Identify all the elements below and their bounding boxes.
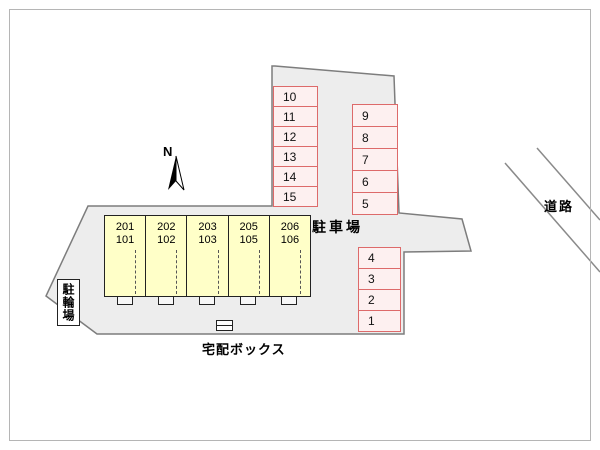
unit-label: 201 101 xyxy=(115,221,135,247)
parking-space-10: 10 xyxy=(273,86,318,107)
unit-label: 206 106 xyxy=(280,221,300,247)
road-edge-far-line xyxy=(536,147,600,221)
parking-column-left: 10 11 12 13 14 15 xyxy=(273,86,318,207)
parking-column-right-upper: 9 8 7 6 5 xyxy=(352,104,398,215)
parking-space-2: 2 xyxy=(358,289,401,311)
road-label: 道路 xyxy=(544,199,575,214)
parking-space-6: 6 xyxy=(352,170,398,193)
parking-space-12: 12 xyxy=(273,126,318,147)
unit-label: 203 103 xyxy=(198,221,217,247)
unit-206-106: 206 106 xyxy=(268,215,312,297)
door-dashed-line xyxy=(176,250,178,294)
entrance-step xyxy=(281,296,297,305)
parking-space-13: 13 xyxy=(273,146,318,167)
delivery-box-slot xyxy=(217,325,232,326)
door-dashed-line xyxy=(135,250,137,294)
bicycle-parking-label: 駐輪場 xyxy=(57,279,80,326)
parking-space-9: 9 xyxy=(352,104,398,127)
parking-space-8: 8 xyxy=(352,126,398,149)
parking-space-7: 7 xyxy=(352,148,398,171)
compass-needle-dark xyxy=(168,156,176,190)
road-edge-near-line xyxy=(504,162,600,273)
unit-203-103: 203 103 xyxy=(186,215,229,297)
unit-201-101: 201 101 xyxy=(104,215,147,297)
parking-space-5: 5 xyxy=(352,192,398,215)
entrance-step xyxy=(117,296,133,305)
door-dashed-line xyxy=(217,250,219,294)
parking-space-14: 14 xyxy=(273,166,318,187)
parking-column-right-lower: 4 3 2 1 xyxy=(358,247,401,332)
compass-north-label: N xyxy=(163,144,173,159)
entrance-step xyxy=(240,296,256,305)
compass-needle-light xyxy=(175,155,185,191)
delivery-box-icon xyxy=(216,320,233,331)
parking-space-4: 4 xyxy=(358,247,401,269)
entrance-step xyxy=(158,296,174,305)
unit-label: 205 105 xyxy=(239,221,258,247)
parking-space-3: 3 xyxy=(358,268,401,290)
parking-space-15: 15 xyxy=(273,186,318,207)
door-dashed-line xyxy=(300,250,302,294)
unit-label: 202 102 xyxy=(157,221,176,247)
parking-area-label: 駐車場 xyxy=(312,219,363,235)
unit-202-102: 202 102 xyxy=(145,215,188,297)
parking-space-1: 1 xyxy=(358,310,401,332)
door-dashed-line xyxy=(258,250,260,294)
building: 201 101 202 102 203 103 205 105 xyxy=(104,215,312,297)
unit-205-105: 205 105 xyxy=(227,215,270,297)
entrance-step xyxy=(199,296,215,305)
delivery-box-label: 宅配ボックス xyxy=(202,342,286,357)
parking-space-11: 11 xyxy=(273,106,318,127)
